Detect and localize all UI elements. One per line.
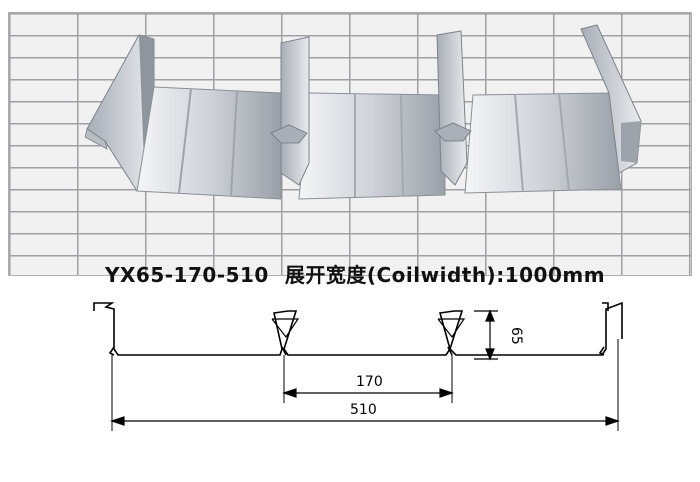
cross-section-diagram: 65 170 510 xyxy=(93,301,623,431)
middle-rib-1 xyxy=(270,36,310,186)
total-width-dimension xyxy=(110,416,620,426)
total-width-label: 510 xyxy=(350,402,377,418)
height-label: 65 xyxy=(508,327,524,345)
coil-width-text: 展开宽度(Coilwidth):1000mm xyxy=(284,263,606,287)
height-dimension xyxy=(474,309,498,361)
pitch-label: 170 xyxy=(356,374,383,390)
product-caption: YX65-170-510 展开宽度(Coilwidth):1000mm xyxy=(105,259,605,288)
deck-pans xyxy=(136,86,622,200)
steel-deck-illustration xyxy=(84,24,642,200)
extension-lines xyxy=(111,339,619,431)
rib-details xyxy=(271,318,466,339)
product-photo: YX65-170-510 展开宽度(Coilwidth):1000mm xyxy=(8,12,692,287)
model-number: YX65-170-510 xyxy=(105,263,269,287)
pitch-dimension xyxy=(282,388,454,398)
middle-rib-2 xyxy=(434,30,472,186)
profile-line xyxy=(93,301,623,356)
right-rib xyxy=(580,24,642,174)
